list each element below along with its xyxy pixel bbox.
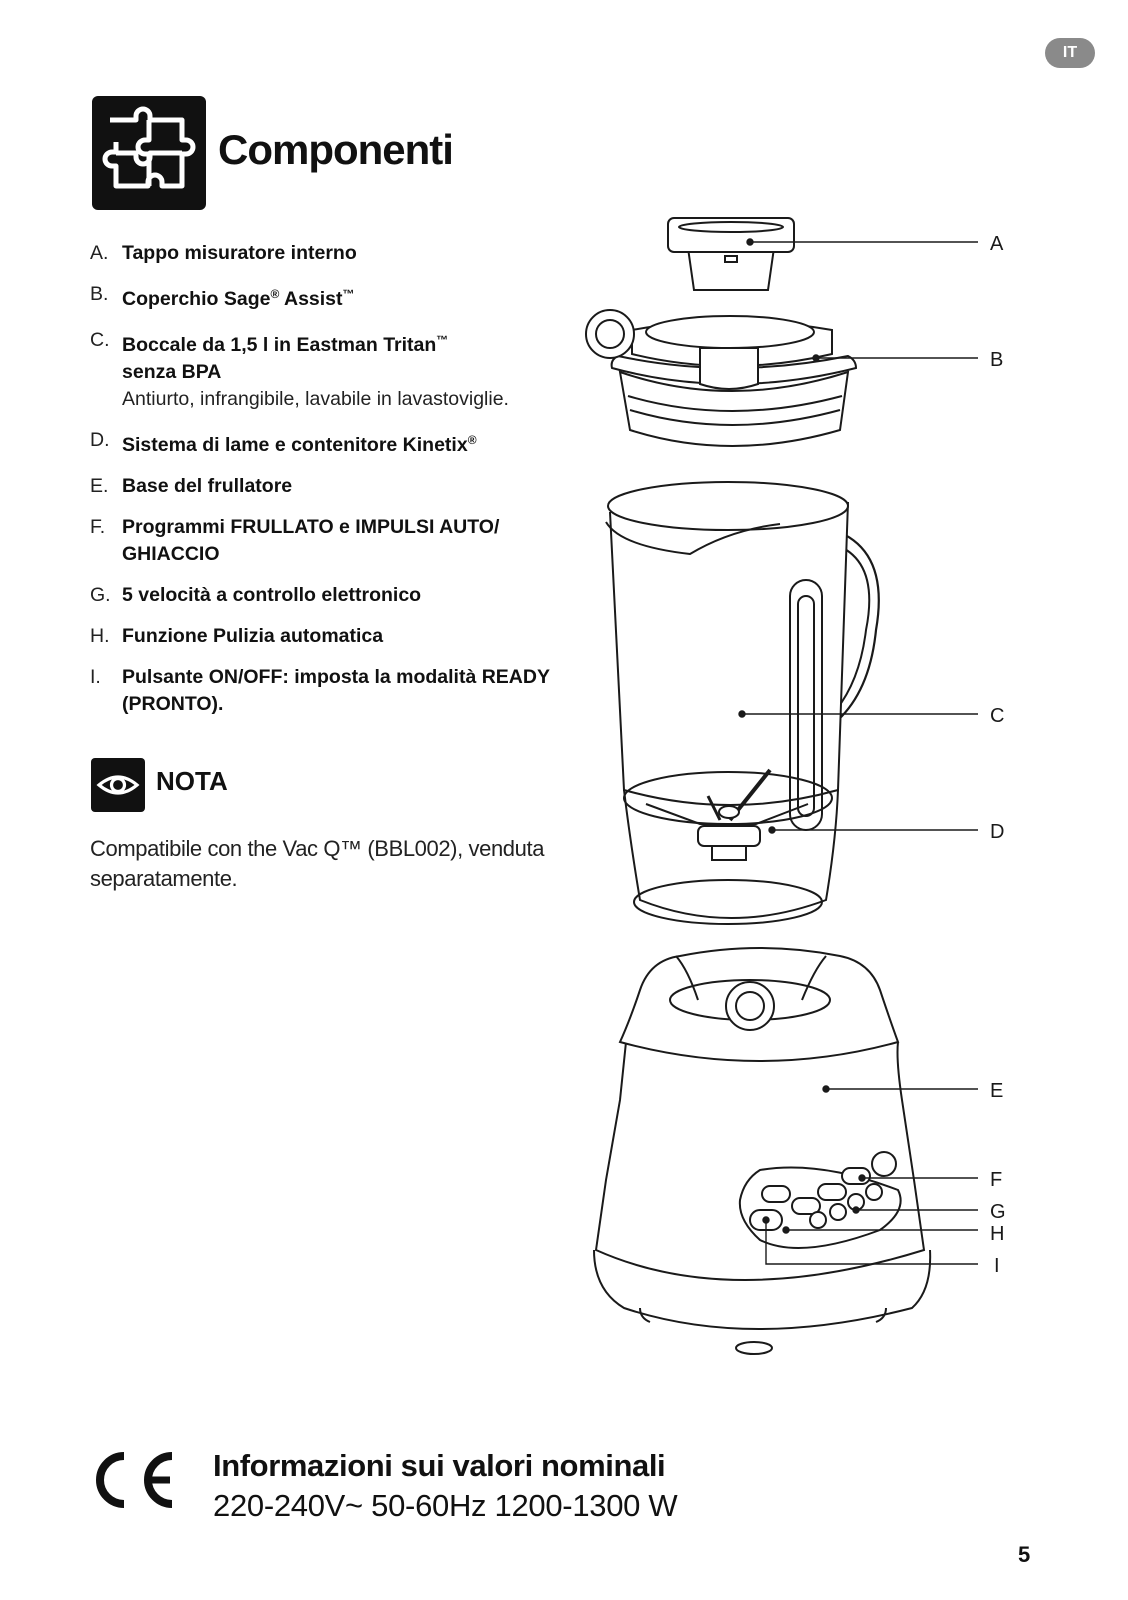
note-text: Compatibile con the Vac Q™ (BBL002), ven… xyxy=(90,836,545,891)
item-label: Pulsante ON/OFF: imposta la modalità REA… xyxy=(122,666,550,715)
item-label: Base del frullatore xyxy=(122,475,293,497)
language-badge: IT xyxy=(1045,38,1095,68)
item-letter: G. xyxy=(90,584,111,606)
page-title: Componenti xyxy=(218,126,454,173)
callout-g: G xyxy=(990,1201,1006,1223)
item-label: Tappo misuratore interno xyxy=(122,242,357,264)
item-letter: B. xyxy=(90,283,109,305)
item-label-part: Sistema di lame e contenitore Kinetix xyxy=(122,434,468,456)
trademark-mark: ™ xyxy=(342,287,355,301)
note-title: NOTA xyxy=(156,766,228,796)
ce-mark xyxy=(96,1452,173,1508)
puzzle-icon xyxy=(92,96,206,210)
callout-f: F xyxy=(990,1169,1002,1191)
item-label: Programmi FRULLATO e IMPULSI AUTO/ GHIAC… xyxy=(122,516,500,565)
rating-title: Informazioni sui valori nominali xyxy=(213,1448,666,1483)
item-letter: D. xyxy=(90,429,110,451)
item-label-part: Assist xyxy=(279,288,343,310)
callout-a: A xyxy=(990,233,1004,255)
list-item: H. Funzione Pulizia automatica xyxy=(90,623,560,650)
item-label-part: Coperchio Sage xyxy=(122,288,271,310)
blender-diagram: A B C D E F G H I xyxy=(585,217,1006,1355)
callout-d: D xyxy=(990,821,1004,843)
list-item: G. 5 velocità a controllo elettronico xyxy=(90,582,560,609)
registered-mark: ® xyxy=(467,433,477,447)
callout-c: C xyxy=(990,705,1004,727)
jar-illustration xyxy=(605,481,880,925)
list-item: C. Boccale da 1,5 l in Eastman Tritan™ s… xyxy=(90,327,560,413)
callout-b: B xyxy=(990,349,1003,371)
base-illustration xyxy=(593,947,932,1355)
item-description: Antiurto, infrangibile, lavabile in lava… xyxy=(122,388,509,410)
list-item: D. Sistema di lame e contenitore Kinetix… xyxy=(90,427,560,459)
rating-value: 220-240V~ 50-60Hz 1200-1300 W xyxy=(213,1488,678,1523)
list-item: E. Base del frullatore xyxy=(90,473,560,500)
item-letter: A. xyxy=(90,242,109,264)
item-letter: C. xyxy=(90,329,110,351)
item-label: Coperchio Sage® Assist™ xyxy=(122,281,355,313)
item-label: Boccale da 1,5 l in Eastman Tritan™ senz… xyxy=(122,327,509,413)
trademark-mark: ™ xyxy=(436,333,449,347)
measuring-cap-illustration xyxy=(667,217,795,291)
list-item: B. Coperchio Sage® Assist™ xyxy=(90,281,560,313)
list-item: I. Pulsante ON/OFF: imposta la modalità … xyxy=(90,664,560,718)
item-label: Sistema di lame e contenitore Kinetix® xyxy=(122,427,477,459)
item-label: 5 velocità a controllo elettronico xyxy=(122,584,422,606)
page-number: 5 xyxy=(1018,1542,1031,1567)
lid-illustration xyxy=(585,309,858,447)
component-list: A. Tappo misuratore interno B. Coperchio… xyxy=(90,240,560,718)
callout-h: H xyxy=(990,1223,1004,1245)
registered-mark: ® xyxy=(270,287,280,301)
item-letter: H. xyxy=(90,625,110,647)
item-letter: E. xyxy=(90,475,109,497)
item-label-part: Boccale da 1,5 l in Eastman Tritan xyxy=(122,334,437,356)
callout-e: E xyxy=(990,1080,1003,1102)
item-label: Funzione Pulizia automatica xyxy=(122,625,384,647)
list-item: F. Programmi FRULLATO e IMPULSI AUTO/ GH… xyxy=(90,514,560,568)
callout-i: I xyxy=(994,1255,1000,1277)
item-label-part: senza BPA xyxy=(122,361,222,383)
list-item: A. Tappo misuratore interno xyxy=(90,240,560,267)
item-letter: F. xyxy=(90,516,106,538)
item-letter: I. xyxy=(90,666,101,688)
eye-icon xyxy=(91,758,145,812)
